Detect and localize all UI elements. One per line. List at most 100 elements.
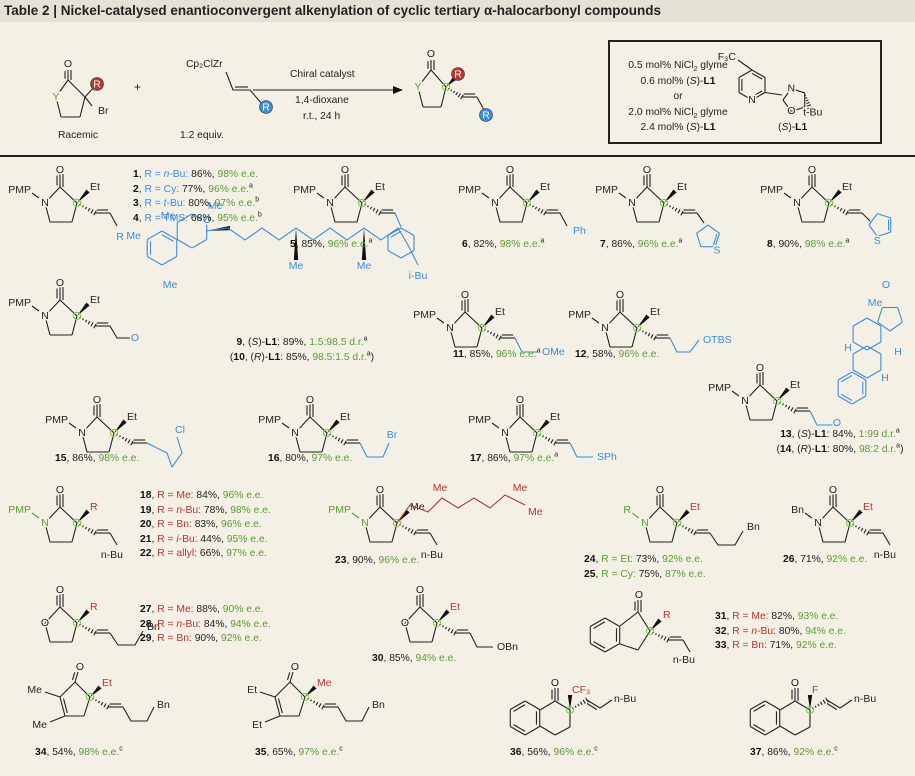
- bond: [744, 400, 751, 421]
- caption-line: 7, 86%, 96% e.e.a: [600, 238, 682, 253]
- caption-text: : 80%,: [826, 443, 859, 455]
- bond-chain: [337, 706, 370, 722]
- caption-text: 12: [575, 349, 587, 360]
- atom-label: O: [506, 164, 514, 176]
- bond: [839, 207, 843, 212]
- bond: [674, 207, 678, 212]
- caption-line: 21, R = i-Bu: 44%, 95% e.e.: [140, 533, 271, 548]
- bond: [819, 701, 823, 706]
- caption-text: 36: [510, 747, 522, 758]
- bond: [487, 330, 489, 333]
- wedge-bond: [361, 228, 367, 260]
- divider: [0, 155, 915, 157]
- caption-text: ,: [726, 640, 733, 652]
- caption-text: 97% e.e.: [226, 548, 267, 560]
- bond: [492, 332, 496, 337]
- bond-chain: [809, 410, 833, 426]
- caption-text: 22: [140, 548, 152, 560]
- bond-chain: [559, 212, 568, 227]
- caption-text: R = TMS:: [144, 212, 191, 224]
- bond: [590, 643, 606, 653]
- atom-label: Et: [247, 684, 257, 696]
- bond-chain: [394, 212, 402, 228]
- bond: [642, 330, 644, 333]
- bond: [644, 331, 648, 335]
- stereocentre-marker-icon: [632, 323, 642, 333]
- n-substituent: PMP: [458, 184, 481, 196]
- caption-text: L1: [814, 443, 827, 455]
- bond: [547, 437, 551, 442]
- caption-text: L1: [268, 351, 281, 363]
- bond: [852, 345, 868, 355]
- caption-text: 77%,: [181, 183, 209, 195]
- caption-text: 95% e.e.: [226, 533, 268, 545]
- bond: [404, 606, 421, 624]
- bond: [790, 407, 794, 412]
- bond: [81, 432, 88, 453]
- caption-text: c: [594, 745, 598, 753]
- oxazoline-nitrogen: N: [787, 82, 795, 94]
- caption-text: 15: [55, 453, 67, 464]
- bond: [712, 233, 718, 245]
- caption-line: 9, (S)-L1: 89%, 1.5:98.5 d.r.a: [222, 336, 382, 351]
- bond: [177, 213, 193, 223]
- bond: [750, 726, 766, 736]
- caption-text: )-: [807, 429, 815, 440]
- bond: [44, 506, 61, 524]
- bond-chain: [709, 530, 744, 546]
- bond: [744, 384, 761, 402]
- bond-chain: [861, 212, 871, 222]
- bond: [593, 641, 606, 649]
- caption-text: 82%,: [771, 611, 798, 622]
- atom-label: Me: [163, 279, 178, 291]
- bond: [281, 422, 290, 429]
- caption-line: 4, R = TMS: 68%, 95% e.e.b: [133, 211, 262, 227]
- wedge-bond: [362, 189, 375, 203]
- bond: [537, 207, 541, 212]
- caption-text: 20: [140, 519, 152, 531]
- atom-label: O: [833, 417, 841, 429]
- caption-text: , 90%,: [772, 239, 805, 250]
- ring-nitrogen: N: [78, 427, 86, 439]
- structure-37: OFn-Bu: [749, 675, 878, 736]
- caption-text: 6: [462, 239, 468, 250]
- bond: [791, 88, 805, 94]
- caption-text: 96% e.e.: [495, 349, 537, 360]
- bond: [82, 625, 84, 628]
- ring-nitrogen: N: [601, 322, 609, 334]
- bond: [586, 703, 598, 711]
- caption-text: 4: [133, 212, 139, 224]
- bond: [579, 701, 583, 706]
- condition-line: 0.6 mol% (S)-L1: [618, 74, 738, 90]
- caption-line: 36, 56%, 96% e.e.c: [510, 746, 598, 761]
- caption-text: )-: [696, 75, 704, 87]
- arrow-catalyst-label: Chiral catalyst: [290, 69, 355, 80]
- bond: [852, 369, 868, 379]
- caption-text: R =: [157, 618, 177, 630]
- atom-label: S: [874, 235, 881, 247]
- bond: [644, 506, 661, 524]
- caption-text: 95% e.e.: [217, 212, 258, 224]
- r-group-marker-icon: [451, 67, 465, 81]
- wedge-bond: [90, 685, 102, 697]
- caption-text: a: [363, 335, 368, 343]
- atom-label: Y: [414, 81, 421, 93]
- stereocentre-marker-icon: [672, 518, 682, 528]
- bond: [750, 700, 766, 710]
- caption-text: 96% e.e.: [637, 239, 679, 250]
- stereocentre-marker-icon: [645, 626, 655, 636]
- bond-chain: [514, 337, 538, 353]
- caption-text: 71%,: [769, 640, 797, 652]
- caption-text: : 89%,: [277, 337, 310, 348]
- bond: [817, 703, 820, 707]
- caption-text: R = Bn:: [732, 640, 770, 652]
- caption-text: 92% e.e.: [826, 554, 868, 565]
- bond: [369, 206, 373, 210]
- atom-label: Cl: [175, 424, 185, 436]
- caption-text: 94% e.e.: [230, 618, 271, 630]
- plus-sign: +: [134, 80, 142, 94]
- wedge-bond: [77, 302, 90, 316]
